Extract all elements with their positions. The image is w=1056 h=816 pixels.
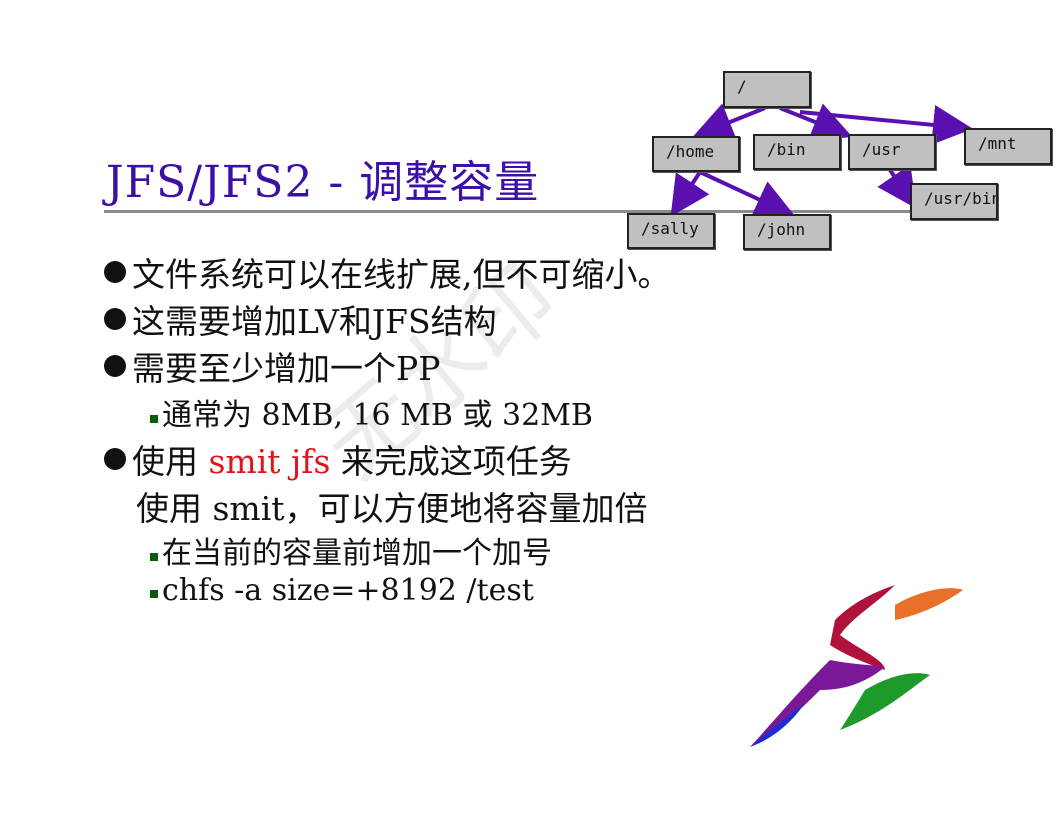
bullet-online-extend: 文件系统可以在线扩展,但不可缩小。 [104, 248, 671, 296]
bullet-lv-jfs: 这需要增加LV和JFS结构 [104, 295, 497, 343]
tree-node-root: / [723, 71, 811, 108]
tree-node-usr-bin: /usr/bin [910, 183, 998, 220]
slide-title: JFS/JFS2 - 调整容量 [106, 157, 540, 208]
tree-node-usr: /usr [848, 134, 936, 170]
bullet-smit: 使用 smit jfs 来完成这项任务 [104, 435, 572, 483]
brand-logo [750, 585, 963, 747]
tree-node-john: /john [743, 214, 831, 250]
smit-jfs-highlight: smit jfs [208, 442, 331, 481]
subbullet-text: 在当前的容量前增加一个加号 [162, 536, 552, 571]
tree-node-home: /home [652, 136, 740, 172]
tree-node-bin: /bin [753, 134, 841, 170]
bullet-text-post: 来完成这项任务 [330, 442, 572, 481]
tree-node-mnt: /mnt [964, 128, 1052, 165]
bullet-text: 文件系统可以在线扩展,但不可缩小。 [132, 255, 671, 294]
bullet-pp: 需要至少增加一个PP [104, 342, 440, 390]
subbullet-text: chfs -a size=+8192 /test [162, 573, 534, 608]
subbullet-chfs: chfs -a size=+8192 /test [150, 573, 534, 608]
continuation-text: 使用 smit，可以方便地将容量加倍 [136, 489, 648, 528]
subbullet-text: 通常为 8MB, 16 MB 或 32MB [162, 398, 593, 433]
title-divider [104, 210, 949, 213]
subbullet-plus: 在当前的容量前增加一个加号 [150, 528, 552, 572]
tree-node-sally: /sally [627, 213, 715, 249]
tree-arrows [670, 103, 973, 218]
bullet-text-pre: 使用 [132, 442, 209, 481]
subbullet-sizes: 通常为 8MB, 16 MB 或 32MB [150, 390, 593, 434]
bullet-text: 需要至少增加一个PP [132, 349, 441, 388]
bullet-text: 这需要增加LV和JFS结构 [132, 302, 497, 341]
